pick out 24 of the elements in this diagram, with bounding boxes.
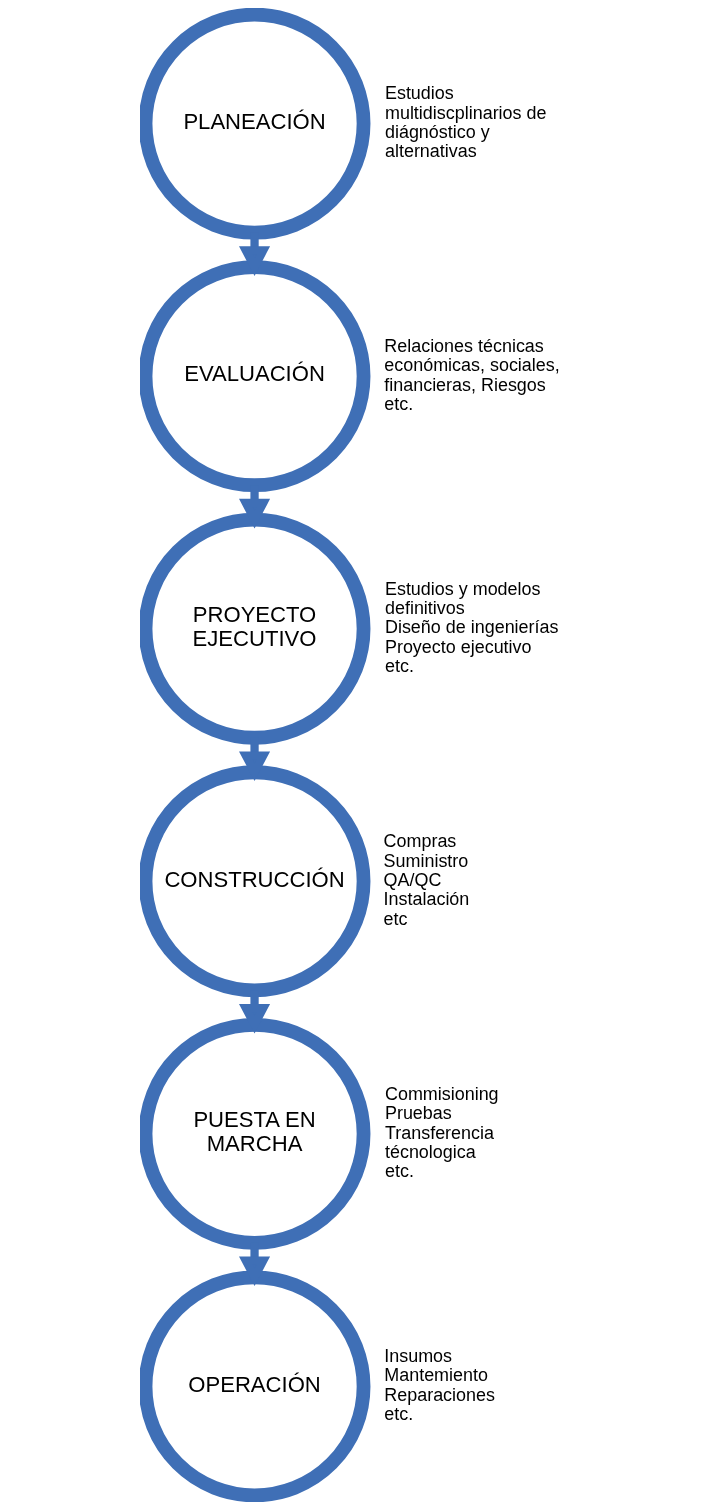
node-circle: PUESTA EN MARCHA (139, 1017, 370, 1250)
node-label: etc. (383, 1404, 413, 1425)
node-label: Diseño de ingenierías (384, 617, 558, 638)
node-label: Estudios y modelos definitivos (384, 578, 541, 619)
node-label: Relaciones técnicas económicas, sociales, financieras, Riesgos etc. (383, 335, 560, 414)
node-label: QA/QC (383, 869, 441, 890)
node-label: etc. (384, 656, 414, 677)
node-label: Commisioning (384, 1083, 499, 1104)
node-label: Suministro (383, 850, 468, 871)
node-label: Insumos (383, 1346, 452, 1367)
node-label: etc (383, 908, 408, 929)
node-circle: OPERACIÓN (139, 1270, 370, 1502)
node-circle: PROYECTO EJECUTIVO (139, 512, 370, 745)
node-circle: PLANEACIÓN (139, 8, 370, 240)
node-label: Reparaciones (383, 1384, 495, 1405)
node-label: Pruebas (384, 1103, 452, 1124)
node-label: Estudios multidiscplinarios de diágnóstico y alternativas (384, 83, 546, 162)
node-label: Mantemiento (383, 1365, 488, 1386)
node-label: Instalación (383, 889, 469, 910)
node-label: etc. (384, 1161, 414, 1182)
node-label: Proyecto ejecutivo (384, 636, 532, 657)
node-label: Compras (383, 831, 456, 852)
node-circle: EVALUACIÓN (139, 260, 370, 493)
node-circle: CONSTRUCCIÓN (139, 765, 370, 998)
